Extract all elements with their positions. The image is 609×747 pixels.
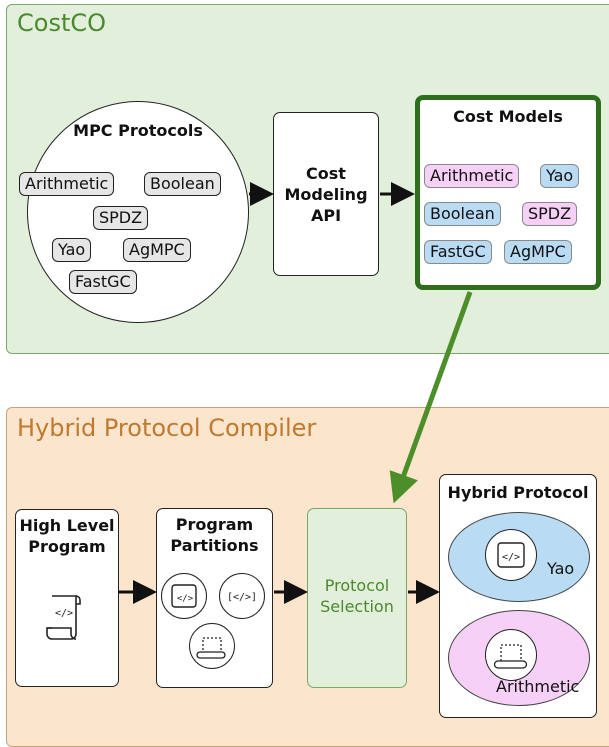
- high-level-program-box: High Level Program </>: [15, 509, 119, 687]
- cost-model-spdz: SPDZ: [522, 202, 578, 226]
- cost-model-fastgc: FastGC: [424, 240, 492, 264]
- yao-partition: </>: [485, 529, 537, 581]
- mpc-item-spdz: SPDZ: [93, 206, 149, 230]
- mpc-protocols-title: MPC Protocols: [73, 121, 203, 140]
- cost-model-arithmetic: Arithmetic: [424, 164, 520, 188]
- cost-modeling-api-box: Cost Modeling API: [273, 112, 379, 276]
- mpc-protocols-circle: MPC Protocols Arithmetic Boolean SPDZ Ya…: [19, 101, 249, 323]
- mpc-item-yao: Yao: [52, 238, 92, 262]
- cost-models-box: Cost Models Arithmetic Yao Boolean SPDZ …: [415, 95, 601, 290]
- api-line-2: Modeling: [284, 185, 368, 204]
- api-line-3: API: [310, 206, 342, 225]
- hlp-line-1: High Level: [19, 516, 115, 535]
- cost-model-agmpc: AgMPC: [504, 240, 572, 264]
- partition-1: </>: [161, 573, 207, 619]
- partition-2: [</>]: [219, 573, 265, 619]
- svg-text:</>: </>: [177, 594, 194, 604]
- hpc-title: Hybrid Protocol Compiler: [17, 414, 317, 442]
- hlp-line-2: Program: [28, 537, 106, 556]
- yao-label: Yao: [547, 559, 575, 578]
- code-braces-icon: [</>]: [227, 592, 257, 603]
- mpc-item-boolean: Boolean: [144, 172, 221, 196]
- yao-ellipse: </> Yao: [448, 512, 590, 602]
- empty-scroll-icon: [493, 644, 528, 669]
- hybrid-protocol-title: Hybrid Protocol: [447, 483, 589, 502]
- code-scroll-icon: </>: [46, 595, 81, 640]
- mpc-item-fastgc: FastGC: [69, 270, 137, 294]
- svg-text:</>: </>: [55, 608, 73, 619]
- program-partitions-box: Program Partitions </> [</>]: [156, 508, 273, 688]
- arrow-cost-models-to-selection: [389, 291, 473, 504]
- code-window-icon: </>: [171, 584, 197, 608]
- pp-line-1: Program: [175, 515, 254, 534]
- api-line-1: Cost: [306, 164, 346, 183]
- partition-3: [189, 623, 235, 669]
- svg-text:</>: </>: [502, 552, 520, 563]
- code-window-icon: </>: [497, 542, 525, 568]
- svg-text:[</>]: [</>]: [227, 592, 257, 603]
- arithmetic-partition: [485, 629, 537, 681]
- arithmetic-ellipse: Arithmetic: [448, 610, 590, 706]
- cost-model-yao: Yao: [540, 164, 580, 188]
- mpc-item-arithmetic: Arithmetic: [19, 172, 115, 196]
- cost-models-title: Cost Models: [453, 107, 563, 126]
- costco-title: CostCO: [17, 9, 107, 37]
- ps-line-2: Selection: [320, 597, 394, 616]
- cost-model-boolean: Boolean: [424, 202, 501, 226]
- ps-line-1: Protocol: [324, 576, 390, 595]
- mpc-item-agmpc: AgMPC: [123, 238, 191, 262]
- protocol-selection-box: Protocol Selection: [307, 508, 407, 688]
- empty-scroll-icon: [196, 637, 226, 659]
- pp-line-2: Partitions: [170, 536, 259, 555]
- arithmetic-label: Arithmetic: [496, 677, 580, 696]
